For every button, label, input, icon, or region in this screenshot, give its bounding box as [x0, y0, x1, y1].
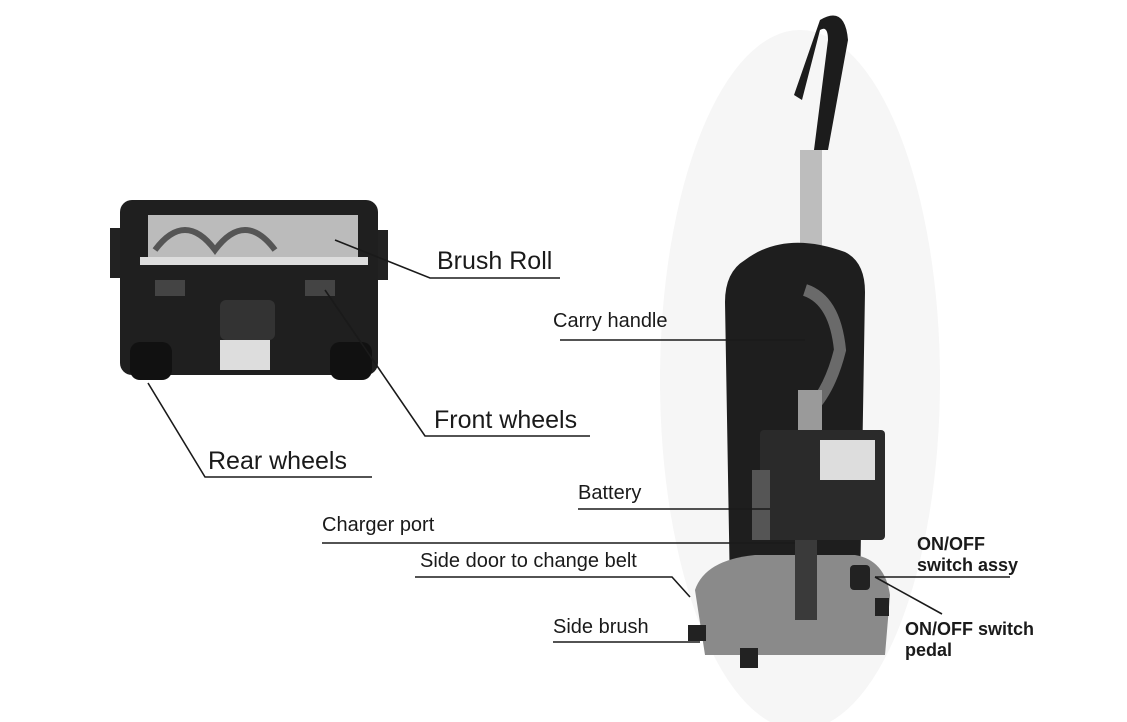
front-wheel-right: [305, 280, 335, 296]
handle-tube: [800, 150, 822, 270]
label-switch-assy-line1: ON/OFF: [917, 534, 985, 554]
front-wheel-left: [155, 280, 185, 296]
upright-view-photo: [688, 15, 890, 668]
label-sticker: [220, 340, 270, 370]
underside-view-photo: [110, 200, 388, 380]
leader-lines: [147, 239, 1010, 643]
label-battery: Battery: [578, 482, 642, 504]
rear-wheel-right: [330, 342, 372, 380]
switch-assy: [850, 565, 870, 590]
rear-wheel-left: [130, 342, 172, 380]
leader-rear-wheels: [147, 382, 372, 478]
label-brush-roll: Brush Roll: [437, 247, 553, 275]
label-front-wheels: Front wheels: [434, 406, 578, 434]
label-charger-port: Charger port: [322, 514, 435, 536]
label-switch-pedal-line1: ON/OFF switch: [905, 619, 1035, 639]
base-unit: [695, 555, 890, 655]
leader-front-wheels: [324, 289, 590, 437]
top-handle: [794, 15, 848, 150]
leader-switch-pedal: [874, 576, 943, 615]
side-brush: [688, 625, 706, 641]
label-side-brush: Side brush: [553, 616, 649, 638]
label-switch-pedal: ON/OFF switch pedal: [905, 619, 1034, 660]
brush-roll: [148, 215, 358, 257]
label-switch-pedal-line2: pedal: [905, 639, 953, 660]
label-switch-assy: ON/OFF switch assy: [917, 534, 1018, 575]
label-rear-wheels: Rear wheels: [208, 447, 347, 475]
leader-side-door: [415, 576, 691, 598]
leader-brush-roll: [334, 239, 560, 279]
label-carry-handle: Carry handle: [553, 310, 668, 332]
label-switch-assy-line2: switch assy: [917, 554, 1019, 575]
label-side-door: Side door to change belt: [420, 550, 637, 572]
